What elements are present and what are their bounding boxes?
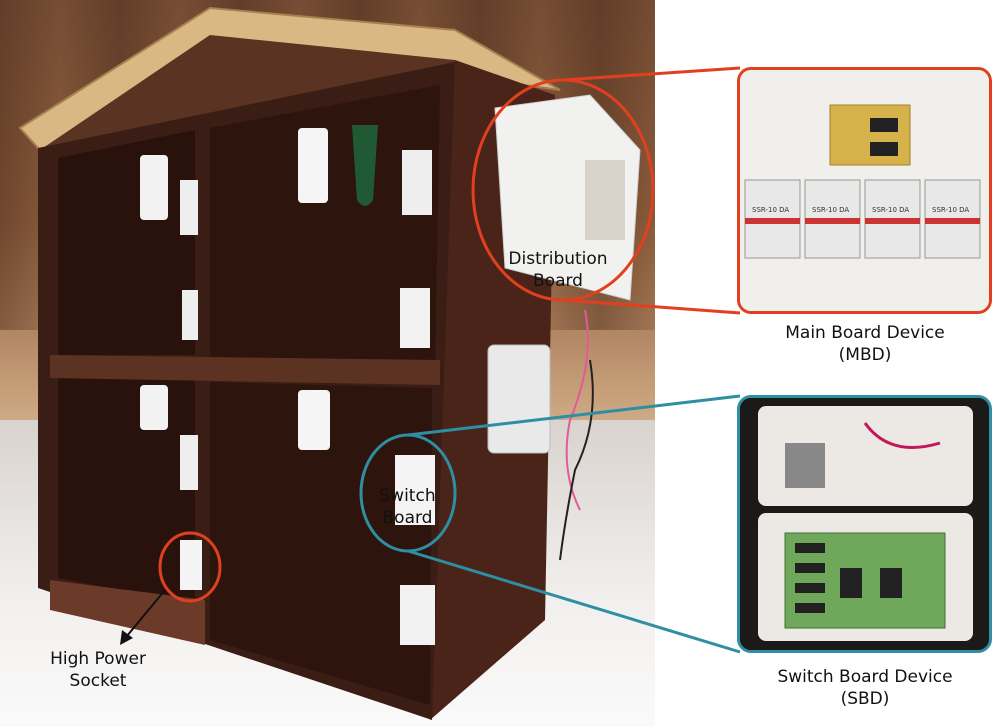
energy-meter <box>487 344 551 454</box>
ic-chip <box>870 142 898 156</box>
switch-callout-line-top <box>407 394 741 437</box>
switch-board-plate <box>395 455 435 525</box>
buzzer <box>785 443 825 488</box>
lamp <box>298 390 330 450</box>
switch-plate <box>182 290 198 340</box>
relay-label: SSR-10 DA <box>932 206 969 214</box>
main-board-drawing: SSR-10 DA SSR-10 DA SSR-10 DA SSR-10 DA <box>740 70 989 311</box>
ic-chip <box>870 118 898 132</box>
switch-board-device-label: Switch Board Device (SBD) <box>760 666 970 710</box>
switch-callout-line-bottom <box>407 549 741 654</box>
main-callout-line-top <box>562 66 741 82</box>
compartment-bottom-left <box>58 375 195 605</box>
socket-arrow-line <box>126 589 166 637</box>
main-callout-line-bottom <box>562 298 741 315</box>
main-board-device-photo: SSR-10 DA SSR-10 DA SSR-10 DA SSR-10 DA <box>737 67 992 314</box>
switch-board-abbr: (SBD) <box>840 689 890 709</box>
socket-arrow-head <box>120 630 133 645</box>
relay-driver <box>795 563 825 573</box>
main-board-abbr: (MBD) <box>838 345 892 365</box>
socket-plate <box>180 540 202 590</box>
distribution-board-label: Distribution Board <box>508 249 608 291</box>
relay-label: SSR-10 DA <box>812 206 849 214</box>
high-power-socket-callout <box>158 531 222 603</box>
distribution-board-box <box>494 94 641 301</box>
switch-plate <box>400 585 435 645</box>
wire <box>565 309 589 511</box>
switch-plate <box>402 150 432 215</box>
lamp <box>140 155 168 220</box>
relay-label: SSR-10 DA <box>752 206 789 214</box>
compartment-top-left <box>58 130 195 355</box>
switch-plate <box>180 435 198 490</box>
relay-driver <box>795 543 825 553</box>
relay-driver <box>795 583 825 593</box>
switch-plate <box>180 180 198 235</box>
relay-label: SSR-10 DA <box>872 206 909 214</box>
main-board-device-label: Main Board Device (MBD) <box>760 322 970 366</box>
compartment-top-right <box>210 85 440 368</box>
compartment-bottom-right <box>210 382 432 705</box>
shelf-middle <box>50 355 440 385</box>
switch-board-drawing <box>740 398 989 650</box>
ic-chip <box>880 568 902 598</box>
ic-chip <box>840 568 862 598</box>
lamp <box>298 128 328 203</box>
floor-panel <box>50 580 205 645</box>
lamp-bulb-green <box>352 125 378 206</box>
distribution-board-window <box>585 160 625 240</box>
roof-underside <box>40 35 455 150</box>
high-power-socket-label: High Power Socket <box>50 649 146 691</box>
switch-plate <box>400 288 430 348</box>
switch-board-device-photo <box>737 395 992 653</box>
lamp <box>140 385 168 430</box>
wire <box>559 359 594 561</box>
switch-board-label: Switch Board <box>379 486 436 528</box>
relay-driver <box>795 603 825 613</box>
